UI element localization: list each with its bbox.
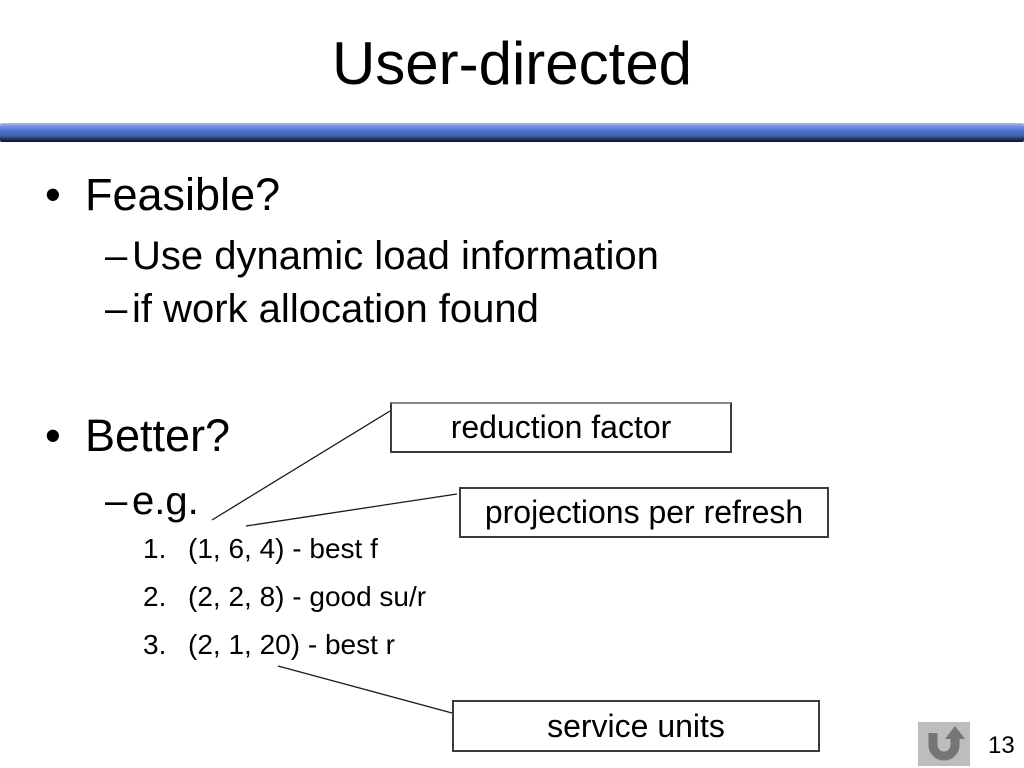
callout-service-units: service units	[452, 700, 820, 752]
item-number: 2.	[143, 581, 167, 612]
u-turn-arrow-icon	[928, 726, 965, 761]
bullet-icon: •	[45, 169, 61, 220]
sub-bullet-text: if work allocation found	[132, 287, 539, 331]
sub-bullet-text: e.g.	[132, 479, 199, 523]
callout-reduction-factor: reduction factor	[390, 402, 732, 453]
sub-bullet-work-allocation: – if work allocation found	[105, 287, 539, 331]
return-action-button[interactable]	[918, 722, 970, 766]
item-text: (2, 2, 8) - good su/r	[188, 581, 427, 612]
sub-bullet-eg: – e.g.	[105, 479, 199, 523]
dash-icon: –	[105, 234, 128, 278]
bullet-better: • Better?	[45, 412, 230, 460]
callout-label: projections per refresh	[484, 494, 804, 530]
callout-label: service units	[547, 707, 725, 744]
item-text: (2, 1, 20) - best r	[188, 629, 395, 660]
connector-line-reduction-factor	[211, 410, 391, 521]
connector-line-projections	[245, 493, 458, 527]
connector-line-service-units	[277, 665, 453, 714]
sub-bullet-text: Use dynamic load information	[132, 234, 659, 278]
item-number: 1.	[143, 533, 167, 564]
bullet-icon: •	[45, 410, 61, 461]
bullet-label: Better?	[85, 410, 231, 461]
title-accent-bar	[0, 123, 1024, 142]
numbered-item-1: 1. (1, 6, 4) - best f	[143, 533, 378, 564]
bullet-label: Feasible?	[85, 169, 281, 220]
dash-icon: –	[105, 287, 128, 331]
callout-label: reduction factor	[450, 409, 672, 445]
page-number: 13	[988, 732, 1015, 759]
item-number: 3.	[143, 629, 167, 660]
numbered-item-2: 2. (2, 2, 8) - good su/r	[143, 581, 426, 612]
dash-icon: –	[105, 479, 128, 523]
slide-title: User-directed	[331, 30, 693, 97]
numbered-item-3: 3. (2, 1, 20) - best r	[143, 629, 395, 660]
callout-projections-per-refresh: projections per refresh	[459, 487, 829, 538]
sub-bullet-dynamic-load: – Use dynamic load information	[105, 234, 659, 278]
item-text: (1, 6, 4) - best f	[188, 533, 378, 564]
bullet-feasible: • Feasible?	[45, 171, 280, 219]
